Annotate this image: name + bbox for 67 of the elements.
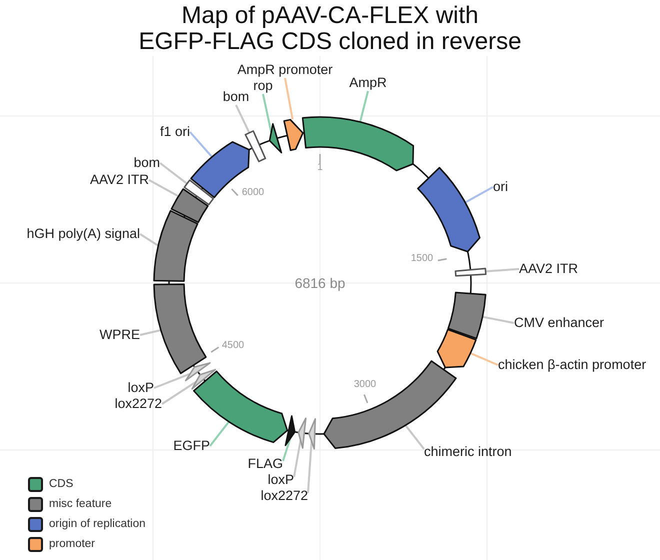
leader-line: [282, 438, 292, 462]
leader-line: [359, 90, 369, 122]
feature-block: [170, 188, 209, 224]
site-marker: [308, 418, 316, 450]
leader-line: [284, 78, 294, 120]
feature-label: f1 ori: [160, 124, 190, 140]
leader-line: [307, 441, 313, 494]
leader-line: [235, 104, 250, 134]
site-marker: [184, 362, 211, 382]
tick-label: 4500: [222, 340, 244, 352]
feature-label: chimeric intron: [424, 444, 512, 460]
feature-label: chicken β-actin promoter: [498, 357, 646, 373]
pointed-feature-block: [436, 328, 477, 368]
feature-label: loxP: [268, 472, 294, 488]
feature-block: [184, 179, 214, 206]
legend-label: origin of replication: [49, 517, 146, 531]
leader-line: [139, 233, 159, 246]
leader-line: [189, 131, 213, 158]
feature-block: [244, 130, 266, 162]
leader-line: [464, 186, 494, 204]
feature-label: bom: [134, 155, 160, 171]
site-marker: [298, 418, 307, 449]
feature-label: AmpR promoter: [237, 62, 333, 78]
feature-label: AAV2 ITR: [90, 172, 149, 188]
leader-line: [470, 352, 498, 366]
tick-label: 6000: [242, 187, 264, 199]
pointed-feature-block: [417, 166, 480, 252]
leader-line: [159, 162, 188, 184]
feature-block: [447, 292, 486, 340]
leader-line: [148, 179, 179, 198]
feature-label: hGH poly(A) signal: [26, 226, 140, 242]
legend-label: promoter: [49, 537, 96, 551]
leader-line: [404, 424, 425, 450]
feature-block: [454, 268, 487, 277]
tick-label: 1: [317, 162, 323, 174]
leader-line: [262, 94, 272, 132]
feature-label: CMV enhancer: [514, 315, 604, 331]
feature-label: AmpR: [349, 75, 387, 91]
leader-line: [209, 421, 230, 447]
pointed-feature-block: [283, 118, 304, 151]
pointed-feature-block: [302, 116, 414, 172]
feature-label: lox2272: [260, 488, 308, 504]
feature-label: EGFP: [173, 438, 210, 454]
tick-label: 3000: [354, 379, 376, 391]
leader-line: [486, 268, 520, 272]
leader-line: [161, 380, 197, 405]
site-marker: [268, 123, 282, 154]
legend-label: misc feature: [49, 497, 112, 511]
feature-label: rop: [253, 78, 273, 94]
tick-label: 1500: [410, 253, 434, 265]
feature-label: loxP: [128, 380, 154, 396]
leader-line: [140, 329, 162, 336]
legend-label: CDS: [49, 477, 74, 491]
feature-label: FLAG: [248, 456, 283, 472]
site-marker: [284, 415, 296, 446]
leader-line: [154, 372, 190, 389]
feature-label: ori: [493, 179, 508, 195]
leader-line: [482, 316, 514, 324]
feature-label: WPRE: [100, 327, 140, 343]
site-marker: [191, 368, 216, 390]
feature-block: [153, 283, 207, 374]
feature-label: bom: [222, 89, 250, 105]
plasmid-size-label: 6816 bp: [294, 275, 346, 291]
leader-line: [293, 440, 302, 478]
feature-label: lox2272: [114, 396, 162, 412]
map-title: Map of pAAV-CA-FLEX with EGFP-FLAG CDS cloned in reverse: [138, 3, 522, 55]
feature-label: AAV2 ITR: [519, 261, 578, 277]
